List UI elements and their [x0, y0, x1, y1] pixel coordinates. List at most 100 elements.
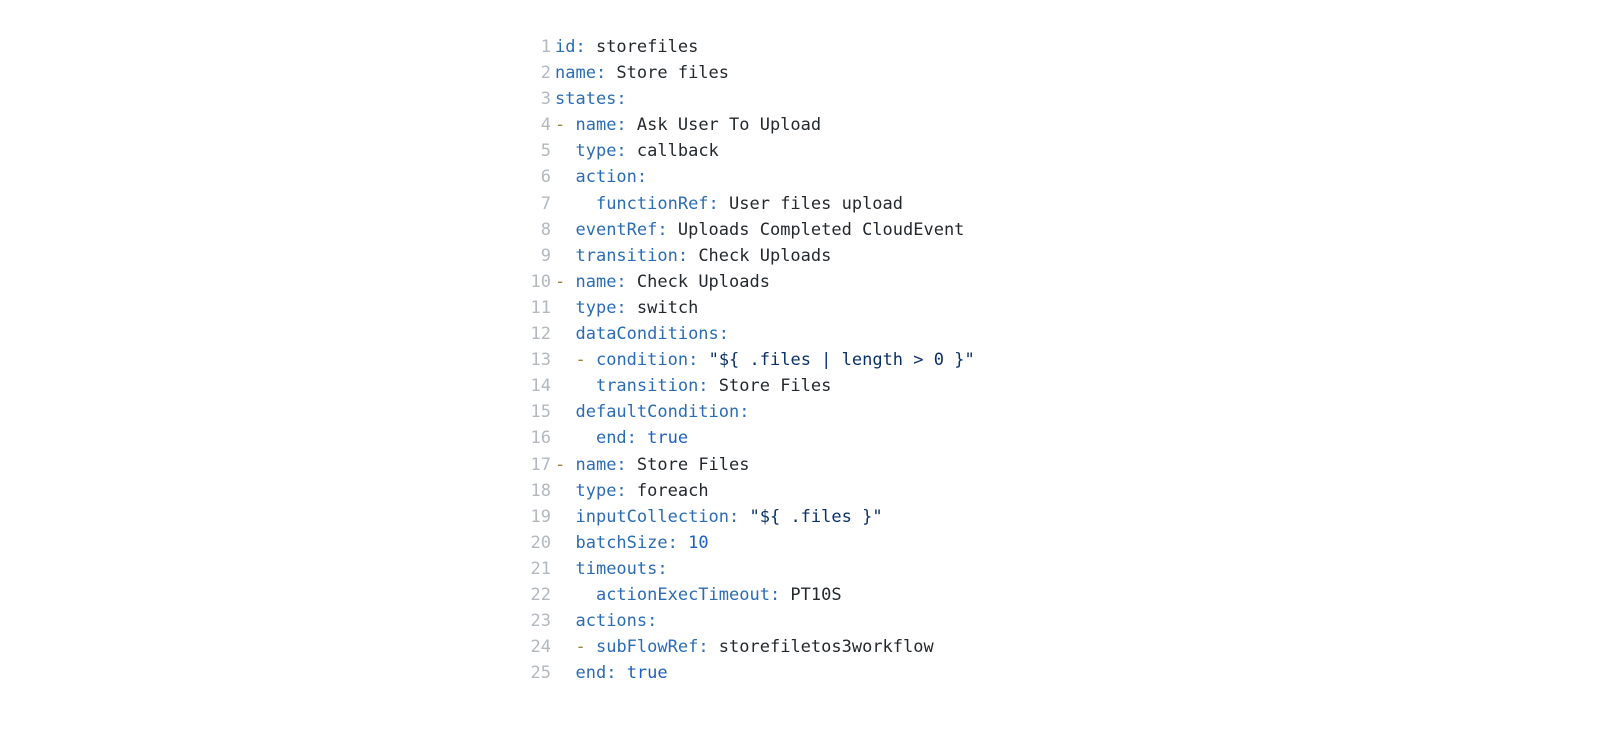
code-line[interactable]: 11 type: switch: [527, 295, 1612, 321]
code-line[interactable]: 10- name: Check Uploads: [527, 269, 1612, 295]
code-line[interactable]: 5 type: callback: [527, 138, 1612, 164]
token-plain: [555, 663, 575, 683]
code-line-content: end: true: [555, 660, 668, 686]
code-line[interactable]: 6 action:: [527, 164, 1612, 190]
token-key: name:: [555, 63, 607, 84]
line-number: 24: [530, 637, 551, 658]
token-key: batchSize:: [575, 532, 678, 553]
line-number: 23: [530, 611, 551, 632]
line-number: 1: [540, 37, 551, 57]
token-plain: [555, 481, 575, 501]
token-key: inputCollection:: [575, 506, 740, 527]
code-line[interactable]: 7 functionRef: User files upload: [527, 191, 1612, 217]
token-plain: [555, 533, 575, 553]
token-str: "${ .files }": [749, 506, 883, 527]
token-val: storefiletos3workflow: [708, 637, 934, 658]
line-number: 21: [530, 558, 551, 579]
token-plain: [555, 585, 596, 605]
code-line[interactable]: 18 type: foreach: [527, 478, 1612, 504]
line-number: 18: [530, 480, 551, 501]
token-key: transition:: [595, 376, 709, 397]
code-line[interactable]: 15 defaultCondition:: [527, 399, 1612, 425]
token-key: condition:: [595, 350, 699, 371]
token-num: true: [626, 663, 668, 684]
token-plain: [555, 194, 596, 214]
token-plain: [555, 376, 596, 396]
line-number: 15: [530, 402, 551, 423]
line-number: 10: [530, 271, 551, 292]
code-line-content: - name: Check Uploads: [555, 269, 770, 295]
token-val: Uploads Completed CloudEvent: [667, 219, 965, 240]
token-dash: -: [575, 350, 596, 371]
line-number: 16: [530, 428, 551, 449]
token-val: Store files: [606, 63, 730, 84]
line-number: 19: [530, 506, 551, 527]
line-number: 8: [540, 219, 551, 240]
code-line-content: timeouts:: [555, 556, 667, 582]
token-plain: [555, 298, 575, 318]
code-line[interactable]: 16 end: true: [527, 425, 1612, 451]
line-number: 5: [540, 141, 551, 162]
code-line[interactable]: 14 transition: Store Files: [527, 373, 1612, 399]
code-line[interactable]: 4- name: Ask User To Upload: [527, 112, 1612, 138]
code-line-content: action:: [555, 164, 647, 190]
token-key: actionExecTimeout:: [595, 584, 781, 605]
token-num: 10: [688, 532, 709, 553]
code-line[interactable]: 24 - subFlowRef: storefiletos3workflow: [527, 634, 1612, 660]
token-val: PT10S: [780, 584, 842, 605]
token-num: true: [647, 428, 689, 449]
token-key: functionRef:: [595, 193, 719, 214]
token-plain: [555, 428, 596, 448]
line-number: 7: [540, 193, 551, 214]
token-key: name:: [575, 454, 627, 475]
token-dash: -: [555, 115, 576, 136]
code-line-content: type: callback: [555, 138, 719, 164]
token-key: dataConditions:: [575, 324, 730, 345]
token-dash: -: [555, 271, 576, 292]
token-key: action:: [575, 167, 648, 188]
token-val: callback: [626, 141, 719, 162]
token-dash: -: [575, 637, 596, 658]
token-plain: [555, 167, 575, 187]
token-plain: [555, 507, 575, 527]
code-line-content: - subFlowRef: storefiletos3workflow: [555, 634, 934, 660]
token-val: Store Files: [708, 376, 832, 397]
code-line[interactable]: 23 actions:: [527, 608, 1612, 634]
code-line-content: - name: Ask User To Upload: [555, 112, 821, 138]
code-line[interactable]: 13 - condition: "${ .files | length > 0 …: [527, 347, 1612, 373]
token-key: end:: [575, 663, 617, 684]
code-line[interactable]: 12 dataConditions:: [527, 321, 1612, 347]
token-key: name:: [575, 271, 627, 292]
line-number: 3: [540, 89, 551, 110]
line-number: 4: [540, 115, 551, 136]
token-val: Ask User To Upload: [626, 115, 822, 136]
code-line[interactable]: 8 eventRef: Uploads Completed CloudEvent: [527, 217, 1612, 243]
code-line[interactable]: 19 inputCollection: "${ .files }": [527, 504, 1612, 530]
token-plain: [698, 350, 708, 370]
code-line-content: dataConditions:: [555, 321, 729, 347]
token-val: switch: [626, 297, 699, 318]
token-val: foreach: [626, 480, 709, 501]
line-number: 22: [530, 584, 551, 605]
code-line[interactable]: 21 timeouts:: [527, 556, 1612, 582]
code-line[interactable]: 20 batchSize: 10: [527, 530, 1612, 556]
token-key: states:: [555, 89, 627, 110]
code-line-content: states:: [555, 86, 627, 112]
code-line[interactable]: 9 transition: Check Uploads: [527, 243, 1612, 269]
code-line-content: type: foreach: [555, 478, 709, 504]
code-line-content: transition: Check Uploads: [555, 243, 831, 269]
code-line[interactable]: 25 end: true: [527, 660, 1612, 686]
token-key: type:: [575, 480, 627, 501]
code-line-content: - condition: "${ .files | length > 0 }": [555, 347, 974, 373]
code-line[interactable]: 17- name: Store Files: [527, 452, 1612, 478]
code-line[interactable]: 22 actionExecTimeout: PT10S: [527, 582, 1612, 608]
code-line-content: type: switch: [555, 295, 698, 321]
code-line-content: functionRef: User files upload: [555, 191, 903, 217]
code-line-content: actions:: [555, 608, 657, 634]
token-key: transition:: [575, 245, 689, 266]
token-plain: [555, 559, 575, 579]
